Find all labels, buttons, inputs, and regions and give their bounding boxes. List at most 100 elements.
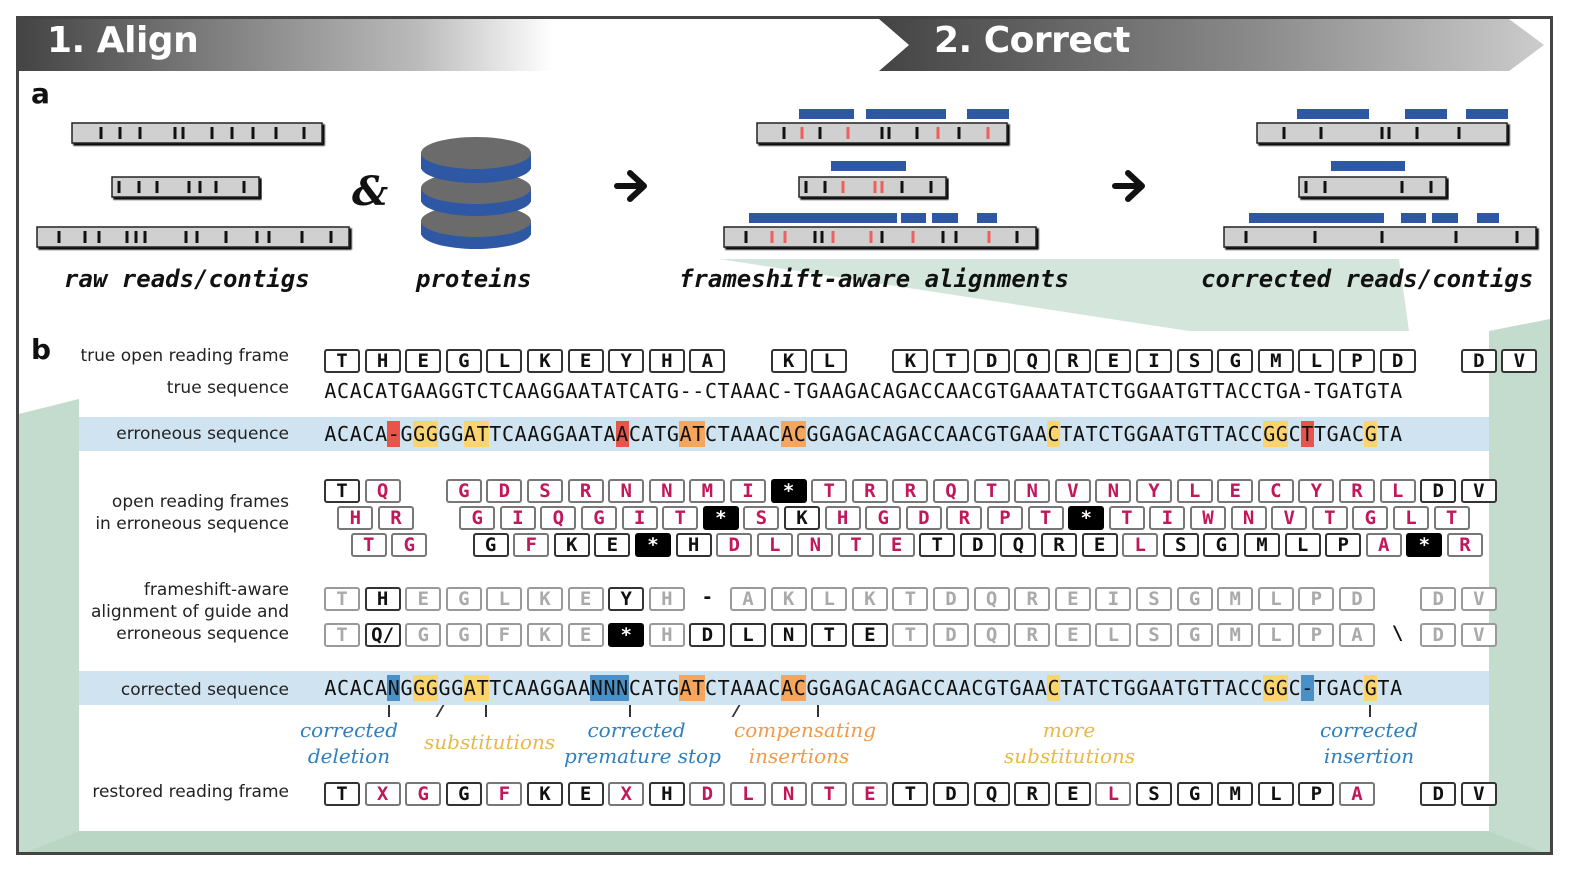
amino-acid-box: T: [324, 349, 360, 373]
amino-acid-box: R: [1339, 479, 1375, 503]
amino-acid-box: L: [811, 349, 848, 373]
amino-acid-box: *: [702, 506, 739, 530]
amino-acid-box: T: [892, 587, 929, 611]
raw-read-2: [111, 176, 260, 198]
amino-acid-box: M: [1257, 349, 1294, 373]
label-orfs-2: in erroneous sequence: [95, 514, 289, 534]
amino-acid-box: V: [1054, 479, 1091, 503]
amino-acid-box: V: [1460, 587, 1497, 611]
amino-acid-box: M: [1217, 587, 1254, 611]
amino-acid-box: T: [1311, 506, 1348, 530]
amino-acid-box: R: [567, 479, 604, 503]
amino-acid-box: L: [756, 533, 793, 557]
amino-acid-box: K: [527, 623, 563, 647]
amino-acid-box: N: [1230, 506, 1267, 530]
tick: [817, 705, 819, 717]
amino-acid-box: S: [527, 479, 563, 503]
label-err-seq: erroneous sequence: [116, 424, 289, 444]
label-restored: restored reading frame: [92, 782, 289, 802]
amino-acid-box: C: [1257, 479, 1294, 503]
amino-acid-box: N: [797, 533, 834, 557]
amino-acid-box: G: [391, 533, 428, 557]
amino-acid-box: K: [770, 587, 807, 611]
amino-acid-box: P: [1325, 533, 1362, 557]
amino-acid-box: R: [1014, 623, 1051, 647]
amino-acid-box: *: [634, 533, 671, 557]
protein-database-icon: [421, 137, 531, 249]
amino-acid-box: T: [350, 533, 387, 557]
amino-acid-box: L: [811, 587, 848, 611]
amino-acid-box: L: [1095, 623, 1132, 647]
amino-acid-box: G: [445, 587, 482, 611]
amino-acid-box: L: [1284, 533, 1321, 557]
amino-acid-box: D: [933, 623, 969, 647]
amino-acid-box: V: [1271, 506, 1308, 530]
amino-acid-box: D: [933, 587, 969, 611]
amino-acid-box: Q: [1000, 533, 1037, 557]
amino-acid-box: E: [1081, 533, 1118, 557]
amino-acid-box: G: [1352, 506, 1389, 530]
amino-acid-box: T: [662, 506, 699, 530]
amino-acid-box: Y: [1298, 479, 1335, 503]
amino-acid-box: M: [1243, 533, 1280, 557]
amino-acid-box: G: [865, 506, 902, 530]
amino-acid-box: L: [1095, 782, 1132, 806]
amino-acid-box: E: [1054, 782, 1091, 806]
amino-acid-box: I: [499, 506, 536, 530]
amino-acid-box: H: [648, 349, 685, 373]
amino-acid-box: R: [1014, 782, 1051, 806]
amino-acid-box: X: [364, 782, 401, 806]
amino-acid-box: L: [1257, 782, 1294, 806]
label-corr-seq: corrected sequence: [120, 680, 289, 700]
amino-acid-box: G: [472, 533, 509, 557]
amino-acid-box: E: [1217, 479, 1254, 503]
tick: [629, 705, 631, 717]
amino-acid-box: Q: [1014, 349, 1051, 373]
amino-acid-box: D: [933, 782, 969, 806]
amino-acid-box: A: [689, 349, 726, 373]
amino-acid-box: Y: [1136, 479, 1172, 503]
amino-acid-box: E: [851, 782, 888, 806]
amino-acid-box: S: [743, 506, 780, 530]
annotation-substitutions: substitutions: [424, 730, 556, 754]
label-true-orf: true open reading frame: [80, 346, 289, 366]
amino-acid-box: G: [1203, 533, 1240, 557]
amino-acid-box: I: [1136, 349, 1172, 373]
amino-acid-box: G: [405, 782, 442, 806]
amino-acid-box: T: [324, 782, 360, 806]
alignment-read-3: [723, 213, 1037, 248]
amino-acid-box: D: [1339, 587, 1375, 611]
amino-acid-box: E: [567, 623, 604, 647]
amino-acid-box: V: [1460, 623, 1497, 647]
raw-reads-label: raw reads/contigs: [64, 265, 310, 293]
amino-acid-box: R: [377, 506, 414, 530]
amino-acid-box: W: [1189, 506, 1226, 530]
amino-acid-box: G: [1176, 623, 1213, 647]
amino-acid-box: V: [1460, 479, 1497, 503]
amino-acid-box: A: [730, 587, 766, 611]
amino-acid-box: G: [445, 782, 482, 806]
amino-acid-box: K: [527, 782, 563, 806]
amino-acid-box: F: [486, 782, 523, 806]
amino-acid-box: L: [1176, 479, 1213, 503]
amino-acid-box: T: [1027, 506, 1064, 530]
amino-acid-box: E: [1054, 623, 1091, 647]
amino-acid-box: E: [1095, 349, 1132, 373]
amino-acid-box: G: [1217, 349, 1254, 373]
amino-acid-box: T: [324, 623, 360, 647]
corrected-read-3: [1223, 213, 1537, 248]
amino-acid-box: D: [973, 349, 1010, 373]
amino-acid-box: G: [445, 623, 482, 647]
panel-a-graphic: &: [36, 109, 1537, 249]
amino-acid-box: A: [1339, 623, 1375, 647]
amino-acid-box: R: [946, 506, 983, 530]
amino-acid-box: T: [811, 479, 848, 503]
amino-acid-box: L: [730, 782, 766, 806]
amino-acid-box: I: [1149, 506, 1186, 530]
proteins-label: proteins: [416, 265, 532, 293]
header-bar: [19, 19, 1544, 71]
amino-acid-box: I: [621, 506, 658, 530]
amino-acid-box: L: [1257, 623, 1294, 647]
tick: [388, 705, 390, 717]
